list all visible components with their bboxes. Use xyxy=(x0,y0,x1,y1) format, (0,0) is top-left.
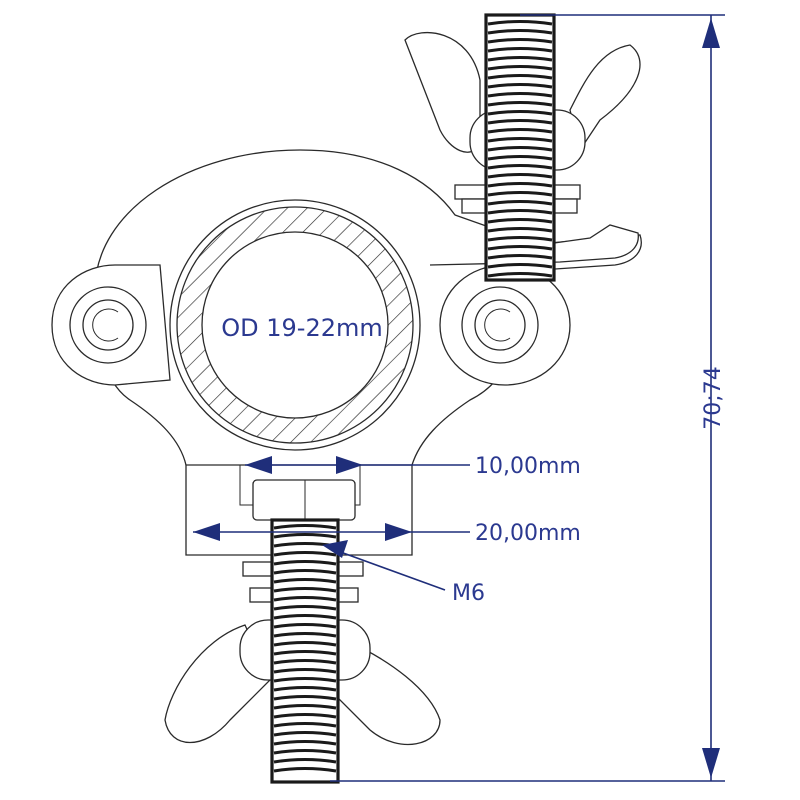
thread-crest xyxy=(487,155,553,161)
thread-crest xyxy=(487,146,553,152)
thread-crest xyxy=(273,749,337,755)
thread-crest xyxy=(487,263,553,269)
thread-crest xyxy=(273,659,337,665)
thread-crest xyxy=(273,677,337,683)
thread-crest xyxy=(487,191,553,197)
thread-crest xyxy=(487,254,553,260)
thread-crest xyxy=(487,92,553,98)
top-thread-crests xyxy=(487,20,553,278)
thread-crest xyxy=(273,569,337,575)
thread-crest xyxy=(273,587,337,593)
thread-crest xyxy=(487,65,553,71)
thread-crest xyxy=(487,137,553,143)
thread-crest xyxy=(273,704,337,710)
thread-crest xyxy=(273,767,337,773)
overall-height-label: 70;74 xyxy=(701,366,726,429)
thread-crest xyxy=(487,20,553,26)
tube-section xyxy=(169,199,421,451)
base-width-label: 20,00mm xyxy=(475,521,581,546)
slot-width-dimension xyxy=(245,456,470,474)
thread-crest xyxy=(273,614,337,620)
thread-crest xyxy=(273,713,337,719)
thread-crest xyxy=(487,74,553,80)
bottom-thread-crests xyxy=(273,524,337,773)
hinge-pin-right xyxy=(461,286,539,364)
thread-crest xyxy=(487,56,553,62)
thread-crest xyxy=(487,164,553,170)
thread-crest xyxy=(273,551,337,557)
thread-crest xyxy=(487,182,553,188)
thread-crest xyxy=(487,236,553,242)
thread-crest xyxy=(487,47,553,53)
bottom-bolt xyxy=(164,479,441,784)
thread-crest xyxy=(273,650,337,656)
thread-crest xyxy=(273,731,337,737)
thread-crest xyxy=(273,722,337,728)
thread-crest xyxy=(273,740,337,746)
thread-crest xyxy=(487,218,553,224)
hinge-pin-left xyxy=(69,286,147,364)
thread-crest xyxy=(273,695,337,701)
thread-crest xyxy=(487,101,553,107)
tube-od-label: OD 19-22mm xyxy=(221,314,383,342)
thread-crest xyxy=(487,245,553,251)
thread-crest xyxy=(487,173,553,179)
thread-crest xyxy=(487,29,553,35)
thread-crest xyxy=(487,119,553,125)
thread-crest xyxy=(273,758,337,764)
slot-width-label: 10,00mm xyxy=(475,454,581,479)
thread-crest xyxy=(487,200,553,206)
thread-crest xyxy=(273,668,337,674)
thread-crest xyxy=(273,560,337,566)
bolt-size-leader xyxy=(322,540,446,591)
thread-crest xyxy=(273,605,337,611)
thread-crest xyxy=(273,524,337,530)
thread-crest xyxy=(487,38,553,44)
thread-crest xyxy=(487,110,553,116)
thread-crest xyxy=(273,686,337,692)
base-width-dimension xyxy=(193,523,470,541)
thread-crest xyxy=(273,632,337,638)
thread-crest xyxy=(487,128,553,134)
thread-crest xyxy=(487,272,553,278)
thread-crest xyxy=(487,209,553,215)
bolt-size-label: M6 xyxy=(452,581,485,606)
thread-crest xyxy=(273,623,337,629)
top-bolt xyxy=(404,13,641,282)
thread-crest xyxy=(273,578,337,584)
thread-crest xyxy=(273,641,337,647)
thread-crest xyxy=(273,596,337,602)
thread-crest xyxy=(487,83,553,89)
thread-crest xyxy=(487,227,553,233)
thread-crest xyxy=(273,533,337,539)
overall-height-dimension xyxy=(330,14,725,782)
